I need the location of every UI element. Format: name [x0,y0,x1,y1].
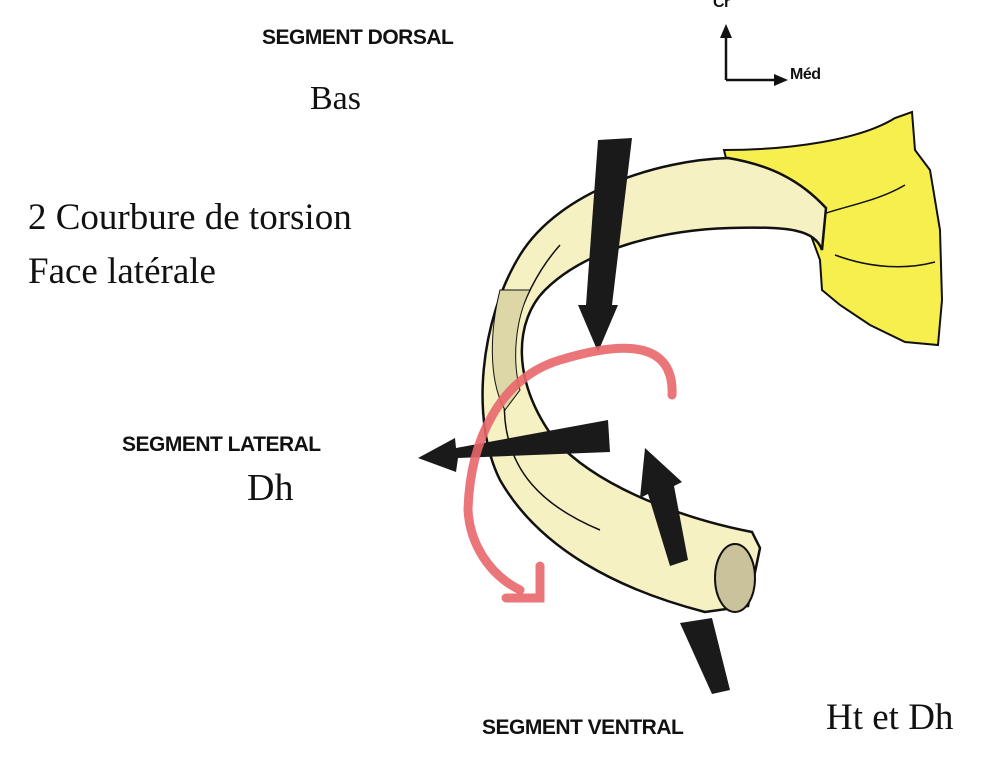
torsion-arrow [463,343,677,603]
arrow-ventral-lower [680,618,730,694]
courbure-title: 2 Courbure de torsion [28,197,352,238]
bas-label: Bas [310,80,361,117]
force-arrows [418,138,730,694]
arrow-lateral-out [418,420,610,472]
vertebra [722,110,944,347]
segment-dorsal-label: SEGMENT DORSAL [262,26,454,49]
ht-dh-label: Ht et Dh [826,697,954,738]
arrow-dorsal-down [578,138,632,352]
rib [481,156,828,614]
axis-indicator [720,24,788,86]
face-subtitle: Face latérale [28,251,216,292]
segment-lateral-label: SEGMENT LATERAL [122,433,321,456]
axis-cranial-label: Cr [713,0,730,11]
axis-medial-label: Méd [790,66,821,83]
dh-lateral-label: Dh [247,467,294,509]
segment-ventral-label: SEGMENT VENTRAL [482,716,684,739]
arrow-ventral-up [640,448,688,566]
